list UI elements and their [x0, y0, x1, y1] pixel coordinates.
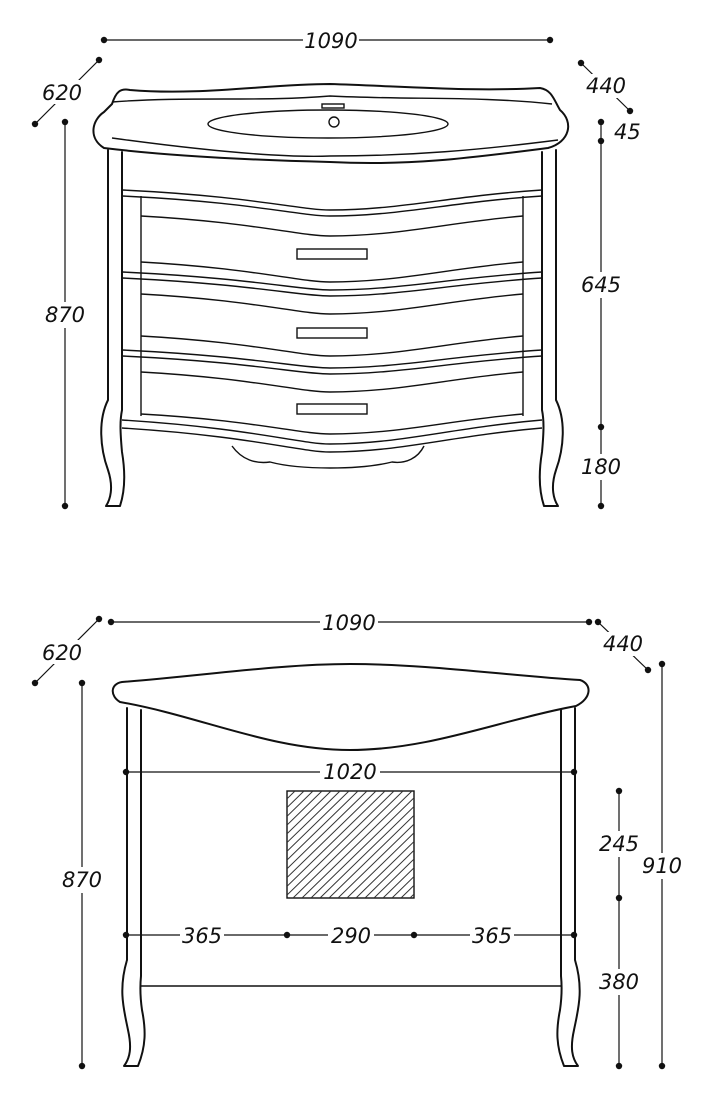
front-width-label: 1090	[304, 29, 357, 53]
back-width-label: 1090	[322, 611, 375, 635]
hatch-line	[391, 875, 414, 898]
vanity-back-outline	[111, 663, 590, 1067]
hatch-line	[287, 791, 377, 879]
hatch-line	[328, 814, 414, 898]
front-view: 1090 620 440 870	[31, 28, 641, 510]
hatch-line	[287, 791, 395, 896]
back-depth-right-dimension: 440	[594, 618, 652, 674]
front-total-height-label: 870	[45, 303, 85, 327]
front-depth-left-dimension: 620	[31, 56, 103, 128]
hatch-line	[355, 840, 414, 898]
hatch-line	[287, 791, 386, 888]
hatch-line	[419, 791, 529, 898]
hatch-line	[287, 791, 359, 861]
vanity-front-outline	[92, 83, 570, 507]
back-opening-width-label: 290	[331, 924, 371, 948]
hatch-line	[382, 867, 414, 898]
front-body-height-label: 645	[581, 273, 621, 297]
back-depth-left-label: 620	[42, 641, 82, 665]
back-opening-hatched	[167, 790, 529, 899]
hatch-line	[287, 791, 314, 817]
back-overall-height-dimension: 910	[638, 660, 686, 1070]
hatch-line	[400, 884, 414, 898]
front-width-dimension: 1090	[100, 28, 554, 53]
hatch-line	[310, 797, 414, 898]
back-overall-height-label: 910	[642, 854, 682, 878]
hatch-line	[319, 805, 414, 898]
back-width-dimension: 1090	[107, 610, 593, 635]
back-opening-offset-label: 380	[599, 970, 639, 994]
hatch-line	[346, 832, 414, 898]
back-depth-left-dimension: 620	[31, 615, 103, 687]
hatch-line	[167, 791, 277, 898]
hatch-line	[176, 791, 286, 898]
back-total-height-label: 870	[62, 868, 102, 892]
hatch-line	[287, 791, 350, 853]
back-left-margin-label: 365	[182, 924, 222, 948]
back-opening-height-label: 245	[599, 832, 639, 856]
front-top-thickness-label: 45	[614, 120, 641, 144]
front-total-height-dimension: 870	[42, 118, 88, 510]
hatch-line	[373, 858, 414, 898]
hatch-line	[301, 791, 413, 898]
front-depth-left-label: 620	[42, 81, 82, 105]
hatch-line	[287, 791, 296, 800]
back-opening-height-chain: 245 380	[596, 787, 642, 1070]
back-depth-right-label: 440	[603, 632, 643, 656]
front-legs-height-label: 180	[581, 455, 621, 479]
front-right-height-chain: 45 645 180	[578, 118, 641, 510]
back-inner-width-dimension: 1020	[122, 760, 578, 784]
hatch-line	[287, 791, 323, 826]
back-inner-width-label: 1020	[323, 760, 376, 784]
back-right-margin-label: 365	[472, 924, 512, 948]
hatch-line	[287, 791, 332, 835]
back-view: 1090 620 440 870	[31, 610, 686, 1070]
front-depth-right-label: 440	[586, 74, 626, 98]
hatch-line	[364, 849, 414, 898]
hatch-line	[409, 893, 414, 898]
hatch-line	[287, 791, 368, 870]
hatch-line	[337, 823, 414, 898]
back-total-height-dimension: 870	[60, 679, 106, 1070]
hatch-line	[287, 791, 341, 844]
hatch-line	[292, 791, 404, 898]
front-depth-right-dimension: 440	[577, 59, 634, 115]
back-horizontal-chain: 365 290 365	[122, 923, 578, 948]
